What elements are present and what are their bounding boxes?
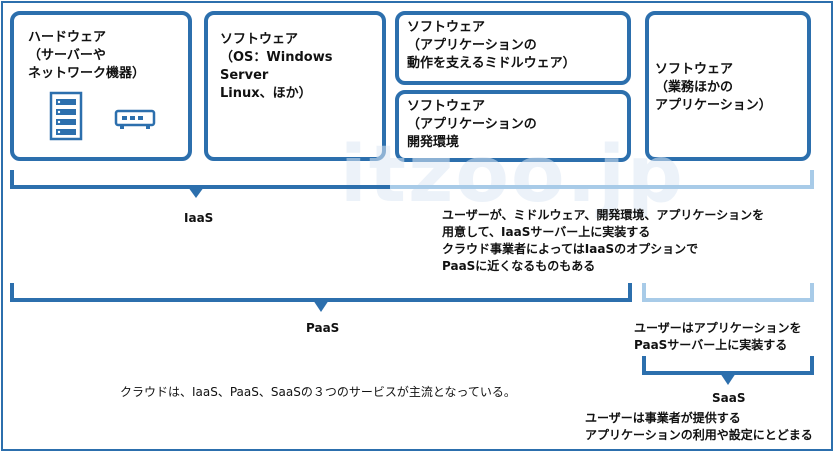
server-rack-icon: [49, 91, 83, 141]
network-device-icon: [114, 109, 156, 129]
paas-pointer: [313, 300, 329, 312]
watermark: itzoo.jp: [340, 130, 685, 220]
devenv-label: ソフトウェア （アプリケーションの 開発環境: [407, 99, 537, 150]
devenv-box: ソフトウェア （アプリケーションの 開発環境: [395, 90, 631, 162]
saas-label: SaaS: [712, 391, 746, 405]
saas-note: ユーザーは事業者が提供する アプリケーションの利用や設定にとどまる: [585, 411, 813, 442]
os-label: ソフトウェア （OS：Windows Server Linux、ほか）: [220, 32, 333, 101]
saas-bracket-light: [642, 283, 814, 302]
summary-text: クラウドは、IaaS、PaaS、SaaSの３つのサービスが主流となっている。: [120, 385, 516, 399]
iaas-note: ユーザーが、ミドルウェア、開発環境、アプリケーションを 用意して、IaaSサーバ…: [442, 208, 765, 273]
paas-note: ユーザーはアプリケーションを PaaSサーバー上に実装する: [634, 321, 802, 352]
paas-label: PaaS: [306, 321, 340, 335]
saas-pointer: [720, 373, 736, 385]
middleware-label: ソフトウェア （アプリケーションの 動作を支えるミドルウェア）: [407, 20, 576, 71]
saas-bracket: [642, 356, 814, 375]
diagram-frame: [1, 1, 833, 451]
hardware-box: ハードウェア （サーバーや ネットワーク機器）: [10, 11, 192, 161]
middleware-box: ソフトウェア （アプリケーションの 動作を支えるミドルウェア）: [395, 11, 631, 85]
os-box: ソフトウェア （OS：Windows Server Linux、ほか）: [204, 11, 386, 161]
iaas-label: IaaS: [184, 211, 214, 225]
paas-bracket: [10, 283, 632, 302]
iaas-bracket: [10, 170, 390, 189]
iaas-pointer: [188, 187, 204, 198]
iaas-bracket-light: [390, 170, 814, 189]
business-label: ソフトウェア （業務ほかの アプリケーション）: [655, 62, 772, 113]
business-box: ソフトウェア （業務ほかの アプリケーション）: [645, 11, 811, 161]
hardware-label: ハードウェア （サーバーや ネットワーク機器）: [28, 30, 146, 81]
